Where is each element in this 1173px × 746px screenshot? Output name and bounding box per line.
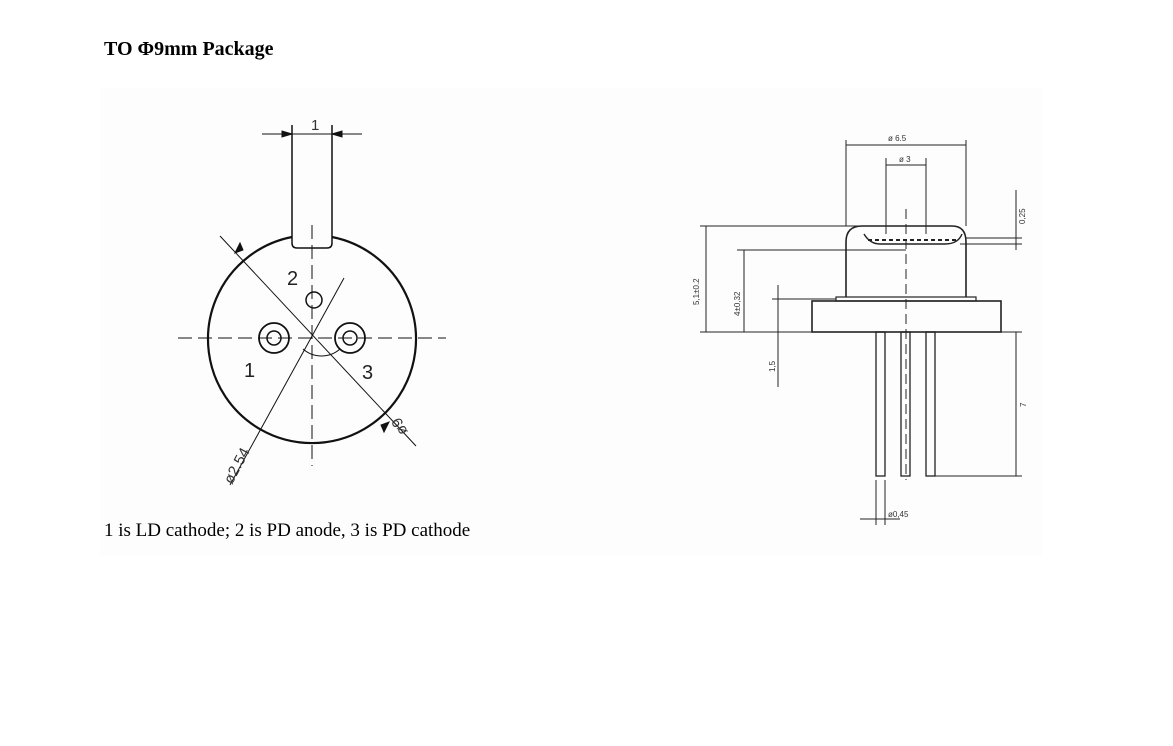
pin-2 xyxy=(305,291,323,309)
lead-1 xyxy=(875,331,886,477)
pin-length-label: 7 xyxy=(1019,402,1028,407)
pin-description: 1 is LD cathode; 2 is PD anode, 3 is PD … xyxy=(104,520,471,541)
drawing-background xyxy=(100,88,1042,556)
tab-width-label: 1 xyxy=(311,117,319,134)
pin-label-2: 2 xyxy=(287,268,298,290)
page-title: TO Φ9mm Package xyxy=(104,38,274,60)
pin-1 xyxy=(258,322,290,354)
body-diameter-label: ø9 xyxy=(388,415,411,438)
window-thickness-label: 0,25 xyxy=(1018,208,1027,224)
bottom-view xyxy=(178,125,446,486)
pin-diameter-label: ø0,45 xyxy=(888,510,909,519)
cap xyxy=(845,225,967,297)
lead-3 xyxy=(925,331,936,477)
pin-label-3: 3 xyxy=(362,362,373,384)
pin-circle-diameter-label: ø2.54 xyxy=(221,445,254,487)
cap-diameter-label: ø 6.5 xyxy=(888,134,907,143)
flange-thickness-label: 1,5 xyxy=(768,360,777,372)
body-outline xyxy=(206,235,418,445)
total-height-label: 5,1±0.2 xyxy=(692,278,701,305)
chip-height-label: 4±0,32 xyxy=(733,291,742,316)
pin-3 xyxy=(334,322,366,354)
side-view xyxy=(700,140,1022,525)
pin-label-1: 1 xyxy=(244,360,255,382)
window-diameter-label: ø 3 xyxy=(899,155,911,164)
